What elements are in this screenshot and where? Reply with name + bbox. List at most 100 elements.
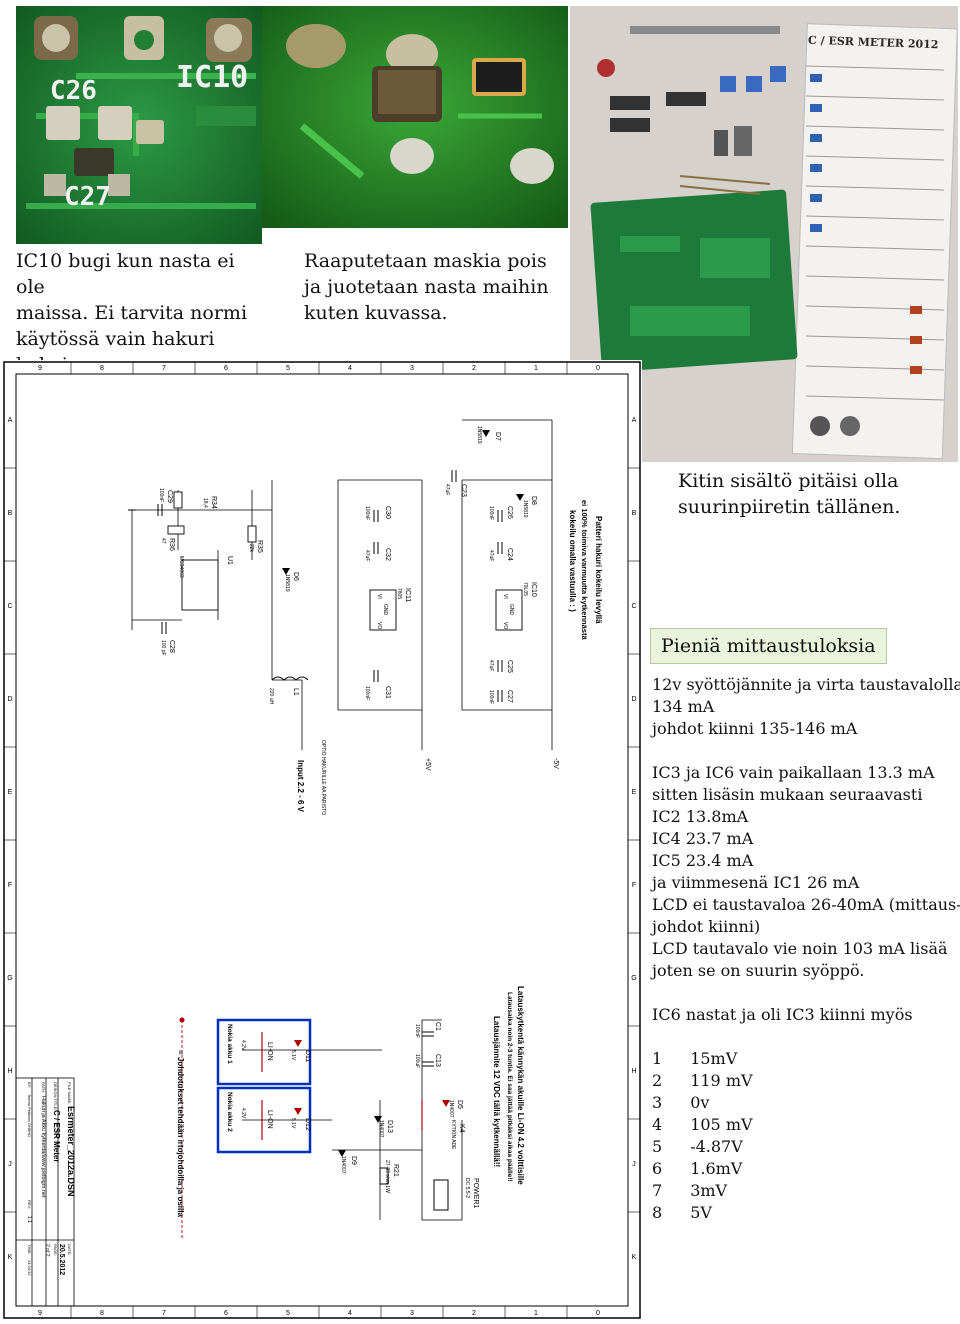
ic-line: johdot kiinni) [652, 917, 761, 936]
c32-value: 47uF [364, 550, 370, 561]
r21-value: 27-33 ohm 1W [384, 1160, 390, 1193]
photo-label-c27: C27 [64, 182, 111, 212]
d13-label: D13 [386, 1120, 393, 1133]
d8-diode [516, 494, 524, 501]
grid-top-num: 8 [100, 365, 104, 372]
d9-label: D9 [350, 1156, 357, 1165]
d8-value: 1N5819 [522, 500, 528, 518]
pin-row: 5 -4.87V [652, 1136, 753, 1158]
grid-left-letter: B [8, 510, 13, 517]
c27-label: C27 [506, 690, 513, 703]
l1-value: 220 uH [268, 688, 274, 705]
title-date: 20.5.2012 [58, 1244, 65, 1275]
grid-right-letter: C [631, 603, 636, 610]
charge-note-2: Latausaika noin 2-3 tuntia. Ei saa jättä… [506, 992, 513, 1182]
ic-line: IC2 13.8mA [652, 807, 749, 826]
pin-value: 0v [690, 1093, 710, 1112]
pin-row: 3 0v [652, 1092, 753, 1114]
pin-number: 1 [652, 1049, 663, 1068]
power1-label: POWER1 [472, 1178, 479, 1208]
c25-value: 47uF [488, 660, 494, 671]
r35-label: R35 [256, 540, 263, 553]
r34-value: 18,4 [202, 498, 208, 508]
d5-label: D5 [456, 1100, 463, 1109]
pin-number: 6 [652, 1159, 663, 1178]
ic11-vo: VO [376, 622, 382, 629]
c28-value: 100 pF [160, 640, 166, 656]
pin-value: 1.6mV [690, 1159, 743, 1178]
battery2-label: Nokia akku 2 [226, 1092, 233, 1132]
pin-number: 3 [652, 1093, 663, 1112]
c30-label: C30 [384, 506, 391, 519]
battery2-box [216, 1086, 312, 1154]
r34-resistor [173, 491, 183, 509]
pin-value: -4.87V [690, 1137, 743, 1156]
title-time: 14:34:32 [27, 1260, 32, 1276]
l1-inductor [271, 676, 309, 681]
minus5v-label: -5V [552, 758, 559, 769]
grid-right-letter: F [632, 882, 636, 889]
title-file-name: Esrmeter_2012a.DSN [66, 1106, 76, 1197]
d11-value: 5.1V [290, 1050, 296, 1061]
title-file-label: FILE NAME: [67, 1082, 72, 1104]
title-date-label: DATE: [67, 1244, 72, 1255]
photo-solder-fix [262, 6, 568, 228]
test-note-2: ei 100% toimiva varmuutta kytkennästä [580, 500, 589, 640]
schematic-sheet: 9 8 7 6 5 4 3 2 1 0 9 8 7 6 5 4 3 2 1 0 … [2, 360, 642, 1320]
ic-line: IC4 23.7 mA [652, 829, 754, 848]
pin-value: 5V [690, 1203, 712, 1222]
c29-label: C29 [166, 490, 173, 503]
title-path: Hakuri ja Akku kytkentä/www.joelblgm.net [40, 1096, 46, 1198]
pin-number: 5 [652, 1137, 663, 1156]
lion2-label: LI-ON [266, 1110, 273, 1129]
ic-line: joten se on suurin syöppö. [652, 961, 865, 980]
d9-value: 1N4007 [340, 1156, 346, 1174]
grid-top-num: 6 [224, 365, 228, 372]
r34-label: R34 [210, 496, 217, 509]
d13-diode [374, 1116, 382, 1123]
c29-value: 100nF [158, 488, 164, 502]
grid-left-letter: G [7, 975, 12, 982]
test-note-1: Patteri hakuri kokeilu levyllä [594, 516, 603, 624]
lion1-value: 4.2V [240, 1040, 246, 1051]
grid-top-num: 9 [38, 365, 42, 372]
grid-bottom-num: 1 [534, 1310, 538, 1317]
ic-current-notes: IC3 ja IC6 vain paikallaan 13.3 mA sitte… [652, 762, 960, 982]
grid-bottom-num: 8 [100, 1310, 104, 1317]
pin-number: 4 [652, 1115, 663, 1134]
pin-value: 3mV [690, 1181, 728, 1200]
pin-value: 15mV [690, 1049, 738, 1068]
title-design: C / ESR Meter [52, 1110, 61, 1162]
d12-label: D12 [304, 1118, 311, 1131]
d12-diode [294, 1108, 302, 1115]
grid-left-letter: K [8, 1254, 13, 1261]
ic11-value: 7805 [396, 588, 402, 599]
grid-left-letter: C [7, 603, 12, 610]
d7-value: 1N5819 [476, 426, 482, 444]
grid-left-letter: E [8, 789, 13, 796]
c23-label: C23 [460, 484, 467, 497]
title-time-label: TIME: [27, 1244, 32, 1255]
ic10-regulator-symbol [495, 589, 523, 631]
grid-top-num: 3 [410, 365, 414, 372]
grid-top-num: 2 [472, 365, 476, 372]
ic-line: sitten lisäsin mukaan seuraavasti [652, 785, 923, 804]
title-block [15, 1077, 75, 1307]
supply-line: 134 mA [652, 697, 715, 716]
power1-value: DC 5.5-2 [464, 1178, 470, 1198]
pin-number: 2 [652, 1071, 663, 1090]
r35-resistor [247, 525, 257, 543]
grid-top-num: 0 [596, 365, 600, 372]
grid-bottom-num: 4 [348, 1310, 352, 1317]
grid-bottom-num: 6 [224, 1310, 228, 1317]
photo-label-ic10: IC10 [176, 60, 249, 95]
ic10-vi: VI [502, 594, 508, 599]
c31-label: C31 [384, 686, 391, 699]
results-heading: Pieniä mittaustuloksia [650, 628, 887, 664]
d7-label: D7 [494, 432, 501, 441]
input-voltage-label: Input 2.2 - 6 V [296, 760, 305, 813]
grid-bottom-num: 3 [410, 1310, 414, 1317]
